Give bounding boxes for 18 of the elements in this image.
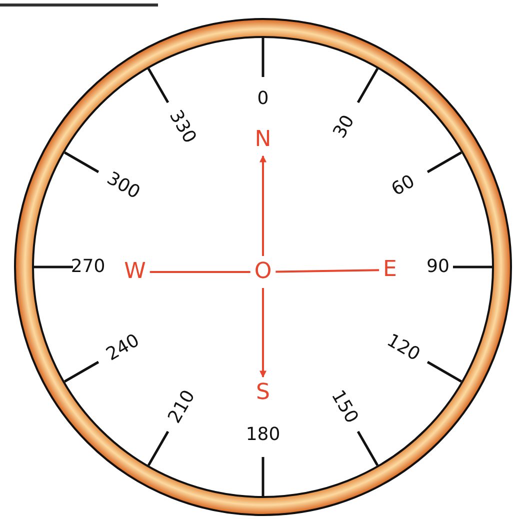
direction-letter: O — [254, 260, 272, 284]
arrow — [260, 155, 266, 256]
direction-letter: S — [256, 381, 270, 405]
line — [150, 271, 250, 273]
bearing-label: 30 — [330, 112, 358, 142]
direction-letter: W — [124, 260, 146, 284]
direction-letter: N — [254, 128, 272, 152]
bearing-label: 300 — [102, 168, 143, 204]
bearing-label: 90 — [426, 257, 450, 277]
bearing-label: 120 — [383, 330, 424, 366]
bearing-label: 240 — [102, 330, 143, 366]
direction-letter: E — [383, 258, 397, 282]
bearing-label: 0 — [257, 89, 269, 109]
bearing-label: 270 — [70, 257, 106, 277]
line — [276, 269, 380, 273]
arrow — [260, 288, 266, 378]
bearing-label: 180 — [246, 425, 280, 445]
bearing-label: 60 — [388, 172, 418, 200]
